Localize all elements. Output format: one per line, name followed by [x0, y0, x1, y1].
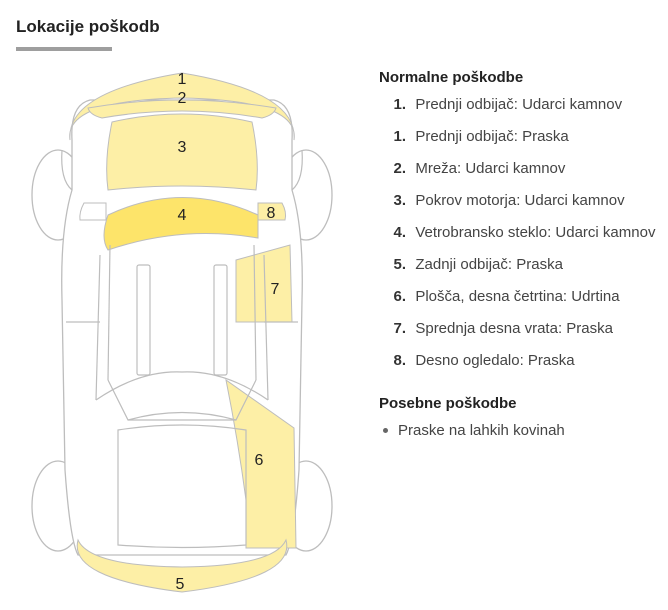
list-item-text: Pokrov motorja: Udarci kamnov [415, 192, 625, 209]
zone-label-1: 1 [178, 71, 187, 88]
title-underline [16, 47, 112, 51]
zone-1-front-bumper[interactable] [69, 72, 295, 141]
list-item-text: Mreža: Udarci kamnov [415, 160, 566, 177]
list-item-text: Vetrobransko steklo: Udarci kamnov [415, 224, 656, 241]
list-item-number: 3. [393, 192, 406, 209]
zone-8-right-mirror[interactable] [257, 202, 287, 221]
normal-damages-title: Normalne poškodbe [379, 69, 524, 86]
zone-4-windshield[interactable] [103, 197, 259, 251]
page-title: Lokacije poškodb [16, 17, 160, 36]
zone-label-4: 4 [178, 207, 187, 224]
list-item-number: 6. [393, 288, 406, 305]
list-item: 7. Sprednja desna vrata: Praska [379, 318, 668, 350]
list-item-text: Plošča, desna četrtina: Udrtina [415, 288, 620, 305]
zone-3-hood[interactable] [106, 113, 258, 191]
list-item: Praske na lahkih kovinah [379, 422, 565, 439]
zone-label-3: 3 [178, 139, 187, 156]
list-item: 2. Mreža: Udarci kamnov [379, 158, 668, 190]
zone-6-right-quarter-panel[interactable] [225, 378, 297, 549]
damage-lists: Normalne poškodbe 1. Prednji odbijač: Ud… [379, 68, 668, 439]
zone-5-rear-bumper[interactable] [76, 538, 288, 593]
zone-label-2: 2 [178, 90, 187, 107]
zone-label-5: 5 [176, 576, 185, 593]
left-mirror [79, 202, 107, 221]
list-item-text: Praske na lahkih kovinah [398, 422, 565, 439]
special-damages-list: Praske na lahkih kovinah [379, 422, 565, 439]
special-damages-title: Posebne poškodbe [379, 395, 517, 412]
list-item-number: 1. [393, 128, 406, 145]
zone-label-6: 6 [255, 452, 264, 469]
list-item-text: Zadnji odbijač: Praska [415, 256, 563, 273]
list-item-number: 7. [393, 320, 406, 337]
list-item: 4. Vetrobransko steklo: Udarci kamnov [379, 222, 668, 254]
list-item-text: Prednji odbijač: Praska [415, 128, 569, 145]
list-item-number: 2. [393, 160, 406, 177]
list-item-number: 5. [393, 256, 406, 273]
zone-label-7: 7 [271, 281, 280, 298]
car-damage-diagram: 1 2 3 4 5 6 7 8 [31, 71, 333, 593]
list-item-number: 4. [393, 224, 406, 241]
list-item: 8. Desno ogledalo: Praska [379, 350, 668, 382]
list-item-text: Prednji odbijač: Udarci kamnov [415, 96, 623, 113]
list-item: 1. Prednji odbijač: Udarci kamnov [379, 94, 668, 126]
normal-damages-list: 1. Prednji odbijač: Udarci kamnov 1. Pre… [379, 94, 668, 382]
zone-label-8: 8 [267, 205, 276, 222]
list-item: 3. Pokrov motorja: Udarci kamnov [379, 190, 668, 222]
list-item: 1. Prednji odbijač: Praska [379, 126, 668, 158]
list-item-number: 1. [393, 96, 406, 113]
list-item-text: Sprednja desna vrata: Praska [415, 320, 613, 337]
zone-2-grille[interactable] [87, 99, 277, 119]
list-item-text: Desno ogledalo: Praska [415, 352, 575, 369]
list-item: 5. Zadnji odbijač: Praska [379, 254, 668, 286]
bullet-icon [383, 428, 388, 433]
list-item: 6. Plošča, desna četrtina: Udrtina [379, 286, 668, 318]
list-item-number: 8. [393, 352, 406, 369]
